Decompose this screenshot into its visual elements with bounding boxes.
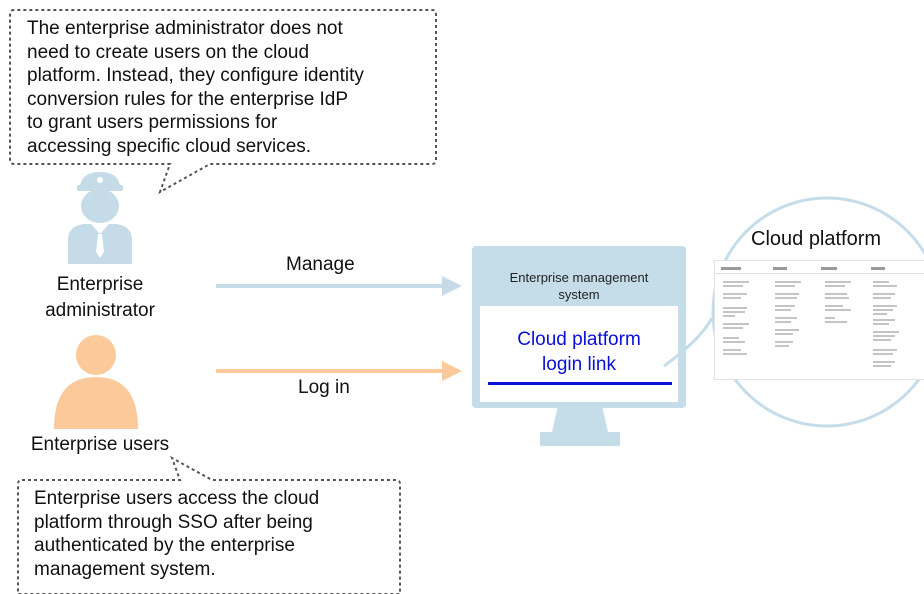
manage-arrow <box>216 276 462 296</box>
callout-users-line: Enterprise users access the cloud <box>34 488 320 509</box>
cloud-console-preview <box>714 260 924 380</box>
monitor-stand <box>540 406 620 446</box>
admin-label: Enterprise administrator <box>20 272 180 324</box>
callout-admin-text: The enterprise administrator does not ne… <box>27 17 432 158</box>
ems-title-line2: system <box>558 287 600 302</box>
ems-title: Enterprise management system <box>480 269 678 303</box>
callout-admin-line: The enterprise administrator does not <box>27 18 343 39</box>
login-label: Log in <box>298 377 350 398</box>
callout-users-text: Enterprise users access the cloud platfo… <box>34 487 396 581</box>
cloud-login-link[interactable]: Cloud platform login link <box>480 327 678 377</box>
callout-admin-line: to grant users permissions for <box>27 112 278 133</box>
callout-admin-line: need to create users on the cloud <box>27 41 310 63</box>
callout-admin-line: platform. Instead, they configure identi… <box>27 65 364 86</box>
admin-label-line2: administrator <box>45 300 155 321</box>
link-underline <box>488 382 672 385</box>
monitor-screen <box>480 306 678 402</box>
callout-admin-line: accessing specific cloud services. <box>27 135 312 157</box>
users-label: Enterprise users <box>30 434 170 455</box>
cloud-login-link-line1[interactable]: Cloud platform <box>517 329 641 350</box>
callout-users-line: platform through SSO after being <box>34 511 313 533</box>
callout-users-line: management system. <box>34 558 216 580</box>
manage-label: Manage <box>286 254 355 275</box>
ems-title-line1: Enterprise management <box>509 270 649 285</box>
login-arrow <box>216 361 462 381</box>
cloud-platform-title: Cloud platform <box>751 228 882 250</box>
administrator-person-icon <box>68 172 132 264</box>
user-person-icon <box>54 335 138 429</box>
cloud-login-link-line2[interactable]: login link <box>542 354 616 375</box>
callout-admin-line: conversion rules for the enterprise IdP <box>27 88 349 110</box>
callout-users-line: authenticated by the enterprise <box>34 535 295 556</box>
admin-label-line1: Enterprise <box>56 274 144 295</box>
